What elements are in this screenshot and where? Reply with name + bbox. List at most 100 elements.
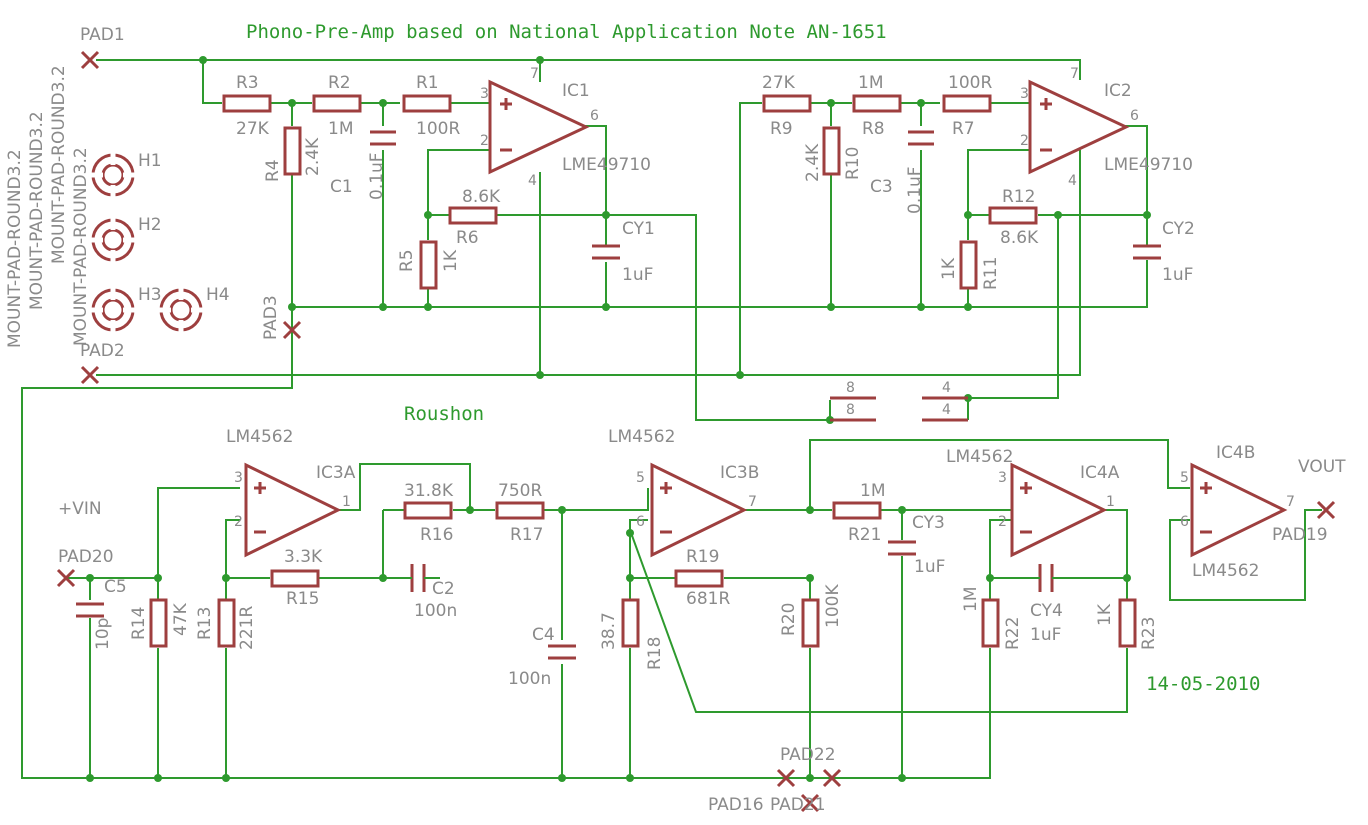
svg-text:6: 6: [1180, 514, 1189, 530]
pad16-pad21[interactable]: PAD16 PAD21: [708, 793, 826, 815]
resistor-r13[interactable]: R13 221R: [195, 598, 257, 650]
resistor-r14[interactable]: R14 47K: [129, 598, 191, 648]
svg-text:R16: R16: [420, 525, 453, 545]
date-note: 14-05-2010: [1146, 673, 1260, 695]
mount-type-label-2: MOUNT-PAD-ROUND3.2: [27, 111, 47, 310]
resistor-r23[interactable]: 1K R23: [1095, 598, 1159, 650]
pad2[interactable]: PAD2: [80, 341, 125, 385]
capacitor-c1[interactable]: C1 0.1uF: [330, 130, 396, 200]
resistor-r16[interactable]: 31.8K R16: [403, 481, 454, 545]
capacitor-cy1[interactable]: CY1 1uF: [592, 219, 655, 285]
pad22[interactable]: PAD22: [776, 745, 842, 788]
svg-text:C1: C1: [330, 177, 353, 197]
resistor-r10[interactable]: 2.4K R10: [803, 126, 863, 182]
author-note: Roushon: [404, 403, 484, 425]
capacitor-c2[interactable]: C2 100n: [383, 564, 457, 621]
ic4a-opamp[interactable]: 3 2 1 IC4A LM4562: [946, 447, 1120, 558]
mount-hole-h2: H2: [91, 215, 162, 262]
svg-text:R11: R11: [981, 257, 1001, 290]
capacitor-cy3[interactable]: CY3 1uF: [888, 513, 945, 577]
svg-text:8.6K: 8.6K: [462, 187, 501, 207]
svg-text:2: 2: [998, 514, 1007, 530]
svg-text:7: 7: [530, 66, 539, 82]
svg-text:27K: 27K: [762, 73, 796, 93]
svg-text:6: 6: [1130, 108, 1139, 124]
svg-text:3: 3: [998, 470, 1007, 486]
capacitor-c4[interactable]: C4 100n: [508, 625, 576, 689]
pad16-label: PAD16: [708, 795, 764, 815]
ic4a-value: LM4562: [946, 447, 1013, 467]
svg-text:R5: R5: [397, 249, 417, 272]
ic1-name: IC1: [562, 81, 590, 101]
svg-text:R7: R7: [952, 119, 975, 139]
ic3a-opamp[interactable]: 3 2 1 IC3A LM4562: [226, 427, 356, 558]
ic2-opamp[interactable]: 3 2 6 7 4 IC2 LME49710: [1020, 66, 1193, 189]
ic2-value: LME49710: [1104, 155, 1193, 175]
capacitor-cy4[interactable]: CY4 1uF: [1030, 564, 1063, 645]
vin-label: +VIN: [58, 499, 102, 519]
svg-text:31.8K: 31.8K: [404, 481, 454, 501]
svg-text:1uF: 1uF: [1162, 265, 1193, 285]
svg-text:2: 2: [234, 514, 243, 530]
svg-text:38.7: 38.7: [599, 612, 619, 650]
pad3[interactable]: PAD3: [261, 295, 302, 340]
svg-text:R12: R12: [1002, 187, 1035, 207]
svg-text:C4: C4: [532, 625, 555, 645]
pad3-label: PAD3: [261, 295, 281, 340]
pad22-label: PAD22: [780, 745, 836, 765]
svg-text:CY1: CY1: [622, 219, 655, 239]
svg-text:6: 6: [636, 514, 645, 530]
ic1-value: LME49710: [562, 155, 651, 175]
svg-text:CY2: CY2: [1162, 219, 1195, 239]
ic4b-name: IC4B: [1216, 443, 1255, 463]
pad20[interactable]: PAD20: [56, 547, 114, 588]
resistor-r5[interactable]: R5 1K: [397, 240, 461, 290]
svg-text:8: 8: [846, 380, 855, 396]
svg-text:R15: R15: [286, 589, 319, 609]
pad19[interactable]: PAD19: [1272, 500, 1336, 545]
svg-text:1: 1: [1106, 494, 1115, 510]
svg-text:3: 3: [234, 470, 243, 486]
resistor-r22[interactable]: 1M R22: [961, 587, 1023, 650]
resistor-r11[interactable]: 1K R11: [939, 240, 1001, 290]
ic3a-name: IC3A: [316, 463, 356, 483]
svg-text:1K: 1K: [441, 249, 461, 272]
svg-text:750R: 750R: [498, 481, 542, 501]
pad1[interactable]: PAD1: [80, 25, 125, 70]
h4-label: H4: [206, 285, 230, 305]
ic3b-opamp[interactable]: 5 6 7 IC3B LM4562: [608, 427, 759, 558]
capacitor-c3[interactable]: C3 0.1uF: [870, 130, 934, 214]
svg-text:0.1uF: 0.1uF: [367, 152, 387, 200]
svg-text:R14: R14: [129, 607, 149, 640]
ic4b-opamp[interactable]: 5 6 7 IC4B LM4562: [1180, 443, 1295, 581]
svg-text:5: 5: [1180, 470, 1189, 486]
junction-dots: [86, 56, 1151, 782]
svg-text:221R: 221R: [237, 606, 257, 650]
capacitor-c5[interactable]: C5 10p: [76, 577, 127, 650]
svg-text:681R: 681R: [686, 589, 730, 609]
resistor-r4[interactable]: R4 2.4K: [263, 126, 323, 182]
svg-text:R21: R21: [848, 525, 881, 545]
svg-text:6: 6: [590, 108, 599, 124]
svg-text:4: 4: [942, 380, 951, 396]
svg-text:7: 7: [748, 494, 757, 510]
svg-text:4: 4: [528, 173, 537, 189]
capacitor-cy2[interactable]: CY2 1uF: [1133, 219, 1195, 285]
resistor-r18[interactable]: 38.7 R18: [599, 598, 665, 670]
svg-text:7: 7: [1070, 66, 1079, 82]
resistor-r20[interactable]: R20 100K: [779, 584, 843, 648]
ic1-opamp[interactable]: 3 2 6 7 4 IC1 LME49710: [480, 66, 651, 189]
